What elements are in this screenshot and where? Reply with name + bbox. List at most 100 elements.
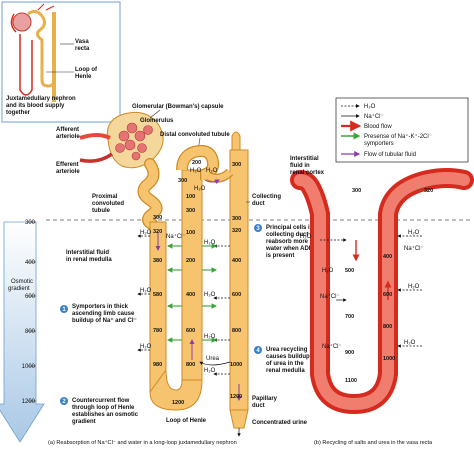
vasa-600: 600 — [383, 292, 392, 298]
legend-h2o: H₂O — [364, 104, 376, 110]
glomerulus-label: Glomerulus — [140, 118, 174, 124]
callout-3-line2: collecting duct — [266, 232, 308, 238]
coll-300: 300 — [232, 216, 241, 222]
interstitial-cortex-1: Interstitial — [290, 156, 319, 162]
coll-600: 600 — [232, 292, 241, 298]
desc-380: 380 — [153, 258, 162, 264]
collecting-duct-2: duct — [252, 201, 265, 207]
efferent-line1: Efferent — [56, 162, 79, 168]
axis-tick-400: 400 — [25, 260, 36, 266]
asc-600: 600 — [186, 328, 195, 334]
vasa-h2o-2: H₂O — [322, 268, 334, 274]
vasa-nacl-1: Na⁺Cl⁻ — [320, 293, 340, 300]
callout-3-line5: is present — [266, 253, 294, 259]
concentrated-urine: Concentrated urine — [252, 420, 308, 426]
top-200: 200 — [192, 160, 201, 166]
coll-320: 320 — [232, 228, 241, 234]
inset-caption-line3: together — [6, 110, 31, 116]
callout-1-line3: buildup of Na⁺ and Cl⁻ — [72, 317, 137, 324]
axis-tick-1000-label: 1000 — [22, 364, 36, 370]
callout-2-line4: gradient — [72, 419, 96, 425]
vasa-1000: 1000 — [383, 356, 395, 362]
callout-1-line1: Symporters in thick — [72, 304, 129, 310]
interstitial-medulla-2: in renal medulla — [66, 257, 112, 263]
callout-3-line3: reabsorb more — [266, 239, 309, 245]
callout-4-line2: causes buildup — [266, 354, 310, 360]
nephron-tubule — [137, 131, 249, 429]
callout-4-line3: of urea in the — [266, 361, 304, 367]
coll-1200: 1200 — [230, 394, 242, 400]
papillary-2: duct — [252, 403, 265, 409]
legend: H₂O Na⁺Cl⁻ Blood flow Presense of Na⁺-K⁺… — [335, 97, 469, 163]
h2o-desc-2: H₂O — [140, 288, 152, 294]
top-300b: 300 — [232, 162, 241, 168]
h2o-top-1: H₂O — [190, 168, 202, 174]
vasa-h2o-5: H₂O — [404, 340, 416, 346]
vasa-nacl-3: Na⁺Cl⁻ — [404, 245, 424, 252]
desc-320: 320 — [153, 229, 162, 235]
vasa-h2o-4: H₂O — [408, 284, 420, 290]
osmotic-axis: Osmotic gradient 300 400 600 800 1000 12… — [0, 220, 45, 443]
coll-800: 800 — [232, 328, 241, 334]
inset-loop-line2: Henle — [75, 74, 92, 80]
osmotic-label-2: gradient — [8, 286, 30, 292]
proximal-line2: convoluted — [92, 201, 124, 207]
h2o-desc-3: H₂O — [140, 344, 152, 350]
axis-tick-1200: 1200 — [22, 399, 36, 405]
legend-nacl: Na⁺Cl⁻ — [364, 113, 384, 120]
vasa-h2o-1: H₂O — [300, 234, 312, 240]
callout-3-num: 3 — [256, 226, 260, 232]
callout-3-line1: Principal cells in — [266, 225, 314, 231]
coll-1000: 1000 — [230, 362, 242, 368]
afferent-line2: arteriole — [56, 134, 80, 140]
asc-400: 400 — [186, 292, 195, 298]
vasa-300: 300 — [352, 188, 361, 194]
glomerulus — [79, 111, 164, 169]
vasa-500: 500 — [345, 268, 354, 274]
vasa-900: 900 — [345, 350, 354, 356]
asc-300: 300 — [186, 208, 195, 214]
axis-tick-800-label: 800 — [25, 329, 36, 335]
loop-henle-label: Loop of Henle — [166, 418, 207, 424]
callout-4-line1: Urea recycling — [266, 347, 308, 353]
vasa-nacl-2: Na⁺Cl⁻ — [322, 343, 342, 350]
axis-tick-300-label: 300 — [25, 220, 36, 226]
callout-3-line4: water when ADH — [265, 246, 313, 252]
vasa-700: 700 — [345, 314, 354, 320]
inset-caption-line1: Juxtamedullary nephron — [6, 96, 76, 102]
interstitial-cortex-2: fluid in — [290, 163, 310, 169]
callout-2: 2 Countercurrent flow through loop of He… — [60, 397, 139, 425]
callout-2-num: 2 — [62, 399, 66, 405]
nacl-asc: Na⁺Cl⁻ — [166, 233, 186, 240]
callout-2-line3: establishes an osmotic — [72, 412, 139, 418]
callout-1-num: 1 — [62, 307, 66, 313]
callout-4: 4 Urea recycling causes buildup of urea … — [254, 346, 310, 374]
collecting-duct-1: Collecting — [252, 194, 281, 200]
vasa-800: 800 — [383, 324, 392, 330]
caption-a: (a) Reabsorption of Na⁺Cl⁻ and water in … — [48, 439, 237, 446]
glomerular-capsule-label: Glomerular (Bowman's) capsule — [132, 104, 224, 110]
legend-tubular-flow: Flow of tubular fluid — [364, 152, 416, 158]
distal-tubule-label: Distal convoluted tubule — [160, 132, 230, 138]
inset-vasa-line2: recta — [75, 46, 90, 52]
h2o-coll-1: H₂O — [204, 240, 216, 246]
axis-tick-1000: 1000 — [22, 364, 36, 370]
inset-vasa-line1: Vasa — [75, 39, 89, 45]
inset-nephron — [10, 3, 56, 102]
inset-loop-line1: Loop of — [75, 67, 98, 73]
vasa-h2o-3: H₂O — [408, 230, 420, 236]
vasa-400: 400 — [383, 254, 392, 260]
axis-tick-800: 800 — [25, 329, 36, 335]
legend-symporter-2: symporters — [364, 141, 394, 147]
h2o-coll-2: H₂O — [204, 292, 216, 298]
proximal-line3: tubule — [92, 208, 111, 214]
symporter-arrows — [166, 243, 218, 343]
top-100: 100 — [186, 194, 195, 200]
top-300a: 300 — [178, 178, 187, 184]
coll-400: 400 — [232, 258, 241, 264]
callout-4-line4: renal medulla — [266, 368, 305, 374]
asc-100: 100 — [186, 230, 195, 236]
axis-tick-600: 600 — [25, 294, 36, 300]
caption-b: (b) Recycling of salts and urea in the v… — [314, 440, 433, 446]
